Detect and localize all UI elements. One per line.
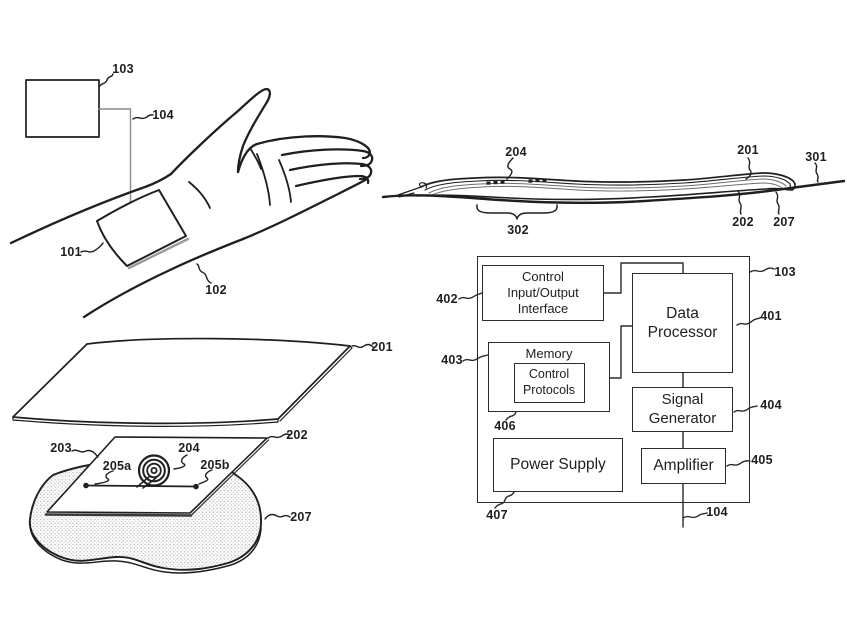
hand-outline — [9, 87, 374, 319]
patch-shadow — [127, 237, 190, 270]
block-power-supply: Power Supply — [493, 438, 623, 492]
block-signal-generator-label: Signal Generator — [648, 390, 717, 427]
ref-label-204-cross: 204 — [505, 145, 527, 159]
conductor-trace — [83, 475, 199, 490]
ref-label-407: 407 — [486, 508, 508, 522]
cover-sheet — [12, 337, 351, 425]
leader-lines — [71, 343, 374, 520]
ref-label-207-exploded: 207 — [290, 510, 312, 524]
ref-label-405: 405 — [751, 453, 773, 467]
ref-label-101: 101 — [60, 245, 82, 259]
fig-cross-section — [381, 157, 846, 220]
ref-label-301: 301 — [805, 150, 827, 164]
component-dots — [486, 178, 547, 185]
ref-label-205a: 205a — [102, 459, 132, 473]
substrate-edge — [44, 513, 193, 517]
cover-sheet-thickness — [12, 345, 353, 427]
ref-label-202-exploded: 202 — [286, 428, 308, 442]
block-memory-label: Memory — [525, 346, 573, 361]
block-signal-generator: Signal Generator — [632, 387, 733, 432]
ref-label-202-cross: 202 — [732, 215, 754, 229]
ref-label-403: 403 — [441, 353, 463, 367]
ref-label-404: 404 — [760, 398, 782, 412]
ref-label-302: 302 — [507, 223, 529, 237]
substrate-sheet — [46, 436, 268, 514]
leader-lines — [506, 157, 819, 215]
ref-label-203: 203 — [50, 441, 72, 455]
ref-label-204-exploded: 204 — [178, 441, 200, 455]
controller-outer-box — [477, 256, 750, 503]
fig-block-connectors — [458, 262, 775, 528]
ref-label-401: 401 — [760, 309, 782, 323]
fig-wrist-device — [9, 73, 374, 319]
ref-label-201-exploded: 201 — [371, 340, 393, 354]
ref-label-103-wrist: 103 — [112, 62, 134, 76]
block-control-io: Control Input/Output Interface — [482, 265, 604, 321]
ref-label-104-block: 104 — [706, 505, 728, 519]
block-data-processor-label: Data Processor — [647, 304, 718, 341]
block-amplifier-label: Amplifier — [653, 457, 714, 475]
leader-lines — [458, 267, 775, 519]
block-data-processor: Data Processor — [632, 273, 733, 373]
ref-label-201-cross: 201 — [737, 143, 759, 157]
ref-label-205b: 205b — [200, 458, 230, 472]
cushion-pad-rim — [29, 521, 262, 574]
connector-io-to-processor — [603, 262, 684, 294]
block-control-protocols: Control Protocols — [513, 363, 585, 403]
ref-label-102: 102 — [205, 283, 227, 297]
brace-302 — [476, 204, 558, 220]
substrate-edge-right — [190, 439, 270, 516]
connection-wire — [98, 108, 132, 205]
connector-memory-to-processor — [609, 325, 633, 379]
ref-label-207-cross: 207 — [773, 215, 795, 229]
ref-label-406: 406 — [494, 419, 516, 433]
controller-box — [25, 79, 100, 138]
palm-crease-lines — [188, 147, 292, 209]
ref-label-104-wrist: 104 — [152, 108, 174, 122]
block-memory: Memory Control Protocols — [488, 342, 610, 412]
leader-lines — [80, 73, 212, 284]
block-control-protocols-label: Control Protocols — [522, 367, 576, 397]
block-power-supply-label: Power Supply — [510, 456, 606, 474]
fig-exploded-view — [12, 337, 374, 574]
ref-label-103-block: 103 — [774, 265, 796, 279]
block-amplifier: Amplifier — [641, 448, 726, 484]
ref-label-402: 402 — [436, 292, 458, 306]
coil-element — [137, 454, 171, 487]
adhesive-patch — [96, 189, 187, 267]
block-control-io-label: Control Input/Output Interface — [507, 268, 579, 317]
layer-stack — [397, 172, 796, 201]
